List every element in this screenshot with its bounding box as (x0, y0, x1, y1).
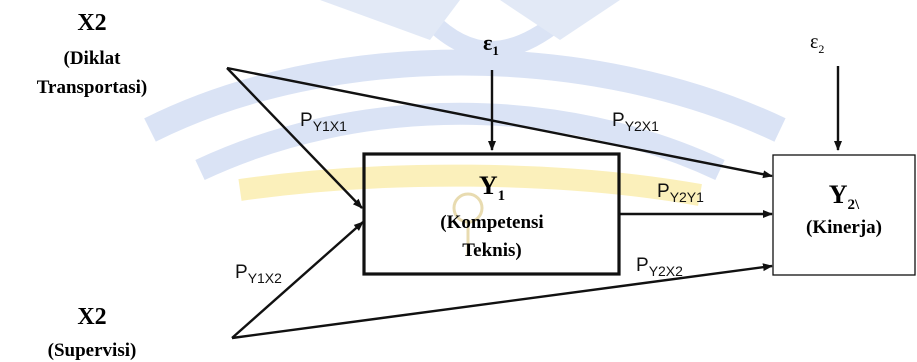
label-py2x2: PY2X2 (636, 255, 683, 279)
error-e2: ε2 (810, 31, 824, 56)
node-x-supervisi: X2 (Supervisi) (48, 304, 137, 361)
y1-symbol: Y1 (479, 171, 505, 204)
label-py1x2: PY1X2 (235, 262, 282, 286)
x-bottom-symbol: X2 (77, 304, 106, 330)
label-py1x1: PY1X1 (300, 110, 347, 134)
path-arrows (226, 66, 842, 340)
y1-box (362, 152, 621, 276)
y2-box (772, 154, 916, 276)
node-y2-kinerja: Y2\ (Kinerja) (806, 180, 882, 238)
x-top-label-line1: (Diklat (64, 48, 122, 69)
x-bottom-label-line1: (Supervisi) (48, 340, 137, 361)
node-x-diklat: X2 (Diklat Transportasi) (37, 10, 147, 98)
path-labels: PY1X1 PY2X1 PY2Y1 PY1X2 PY2X2 (235, 110, 704, 286)
x-top-symbol: X2 (77, 10, 106, 36)
label-py2y1: PY2Y1 (657, 181, 704, 205)
node-y1-kompetensi: Y1 (Kompetensi Teknis) (440, 171, 543, 261)
y2-symbol: Y2\ (829, 180, 860, 213)
arrow-x-top-to-y2 (226, 66, 773, 179)
arrow-x-top-to-y1 (226, 67, 363, 209)
label-py2x1: PY2X1 (612, 110, 659, 134)
arrow-x-bottom-to-y1 (231, 221, 364, 339)
watermark-logo (144, 0, 786, 255)
y1-label-line1: (Kompetensi (440, 212, 543, 233)
y2-label-line1: (Kinerja) (806, 217, 882, 238)
x-top-label-line2: Transportasi) (37, 77, 147, 98)
error-e1: ε1 (483, 30, 499, 58)
arrow-x-bottom-to-y2 (231, 263, 773, 340)
y1-label-line2: Teknis) (462, 240, 522, 261)
